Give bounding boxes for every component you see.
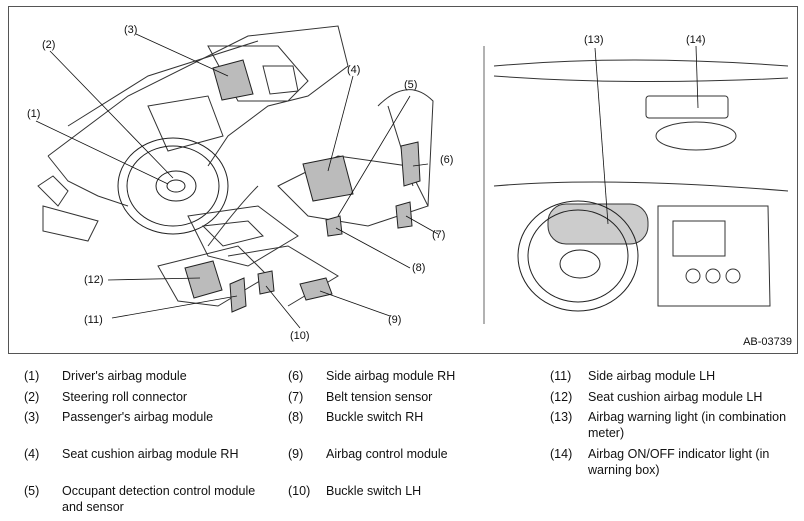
side-airbag-rh-shape — [400, 141, 421, 187]
legend: (1)Driver's airbag module (2)Steering ro… — [24, 369, 787, 514]
callout-3: (3) — [124, 24, 138, 36]
leader-lines-left — [35, 33, 439, 329]
airbag-control-module-shape — [299, 277, 333, 301]
component-shapes — [184, 59, 421, 313]
seat-cushion-airbag-lh-shape — [184, 260, 223, 299]
callout-13: (13) — [584, 34, 604, 46]
callout-2: (2) — [42, 39, 56, 51]
seat-cushion-airbag-rh-shape — [302, 155, 354, 202]
rearview-mirror — [655, 121, 737, 151]
steering-wheel-right — [517, 200, 639, 312]
illustration-frame — [8, 6, 798, 354]
airbag-system-illustration — [35, 25, 789, 329]
callout-8: (8) — [412, 262, 426, 274]
leader-lines-right — [594, 45, 699, 225]
callout-7: (7) — [432, 229, 446, 241]
side-airbag-lh-shape — [229, 277, 247, 313]
callout-4: (4) — [347, 64, 361, 76]
callout-9: (9) — [388, 314, 402, 326]
callout-11: (11) — [84, 314, 103, 326]
callout-10: (10) — [290, 330, 310, 342]
buckle-switch-lh-shape — [257, 270, 275, 295]
dashboard-outline — [37, 25, 349, 242]
interior-view-right — [493, 59, 789, 307]
buckle-switch-rh-shape — [325, 215, 343, 237]
steering-wheel-left — [117, 137, 229, 235]
figure-id: AB-03739 — [743, 336, 792, 348]
callout-6: (6) — [440, 154, 454, 166]
callout-12: (12) — [84, 274, 104, 286]
callout-1: (1) — [27, 108, 41, 120]
belt-tension-sensor-shape — [395, 201, 413, 229]
callout-14: (14) — [686, 34, 706, 46]
passenger-airbag-shape — [212, 59, 254, 101]
callout-5: (5) — [404, 79, 418, 91]
